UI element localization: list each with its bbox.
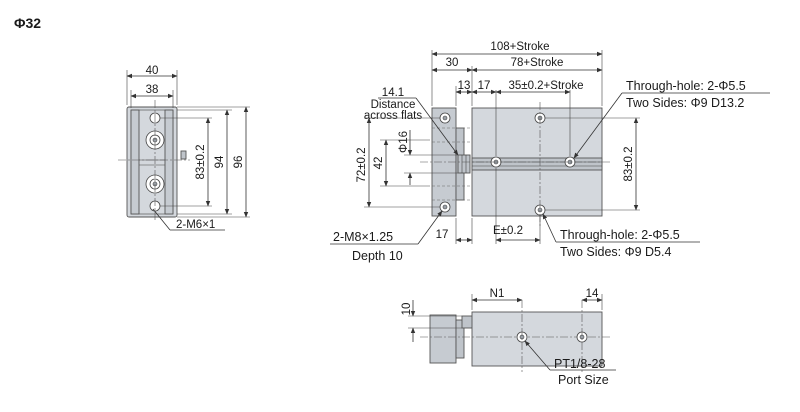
bottom-end-plate <box>429 314 457 364</box>
dim-83-left: 83±0.2 <box>195 144 207 179</box>
dim-30: 30 <box>446 57 459 69</box>
dim-108-stroke: 108+Stroke <box>490 41 549 53</box>
dim-14: 14 <box>586 288 599 300</box>
dim-10: 10 <box>401 303 413 316</box>
dim-40: 40 <box>146 65 159 77</box>
dim-17-top: 17 <box>478 80 491 92</box>
note-two-sides-top: Two Sides: Φ9 D13.2 <box>626 96 744 110</box>
note-across-flats: across flats <box>364 110 422 122</box>
note-m8: 2-M8×1.25 <box>333 230 393 244</box>
dim-phi16: Φ16 <box>398 131 410 153</box>
dim-83-right: 83±0.2 <box>623 146 635 181</box>
note-m6: 2-M6×1 <box>176 219 215 231</box>
note-through-hole-top: Through-hole: 2-Φ5.5 <box>626 79 746 93</box>
note-through-hole-bottom: Through-hole: 2-Φ5.5 <box>560 228 680 242</box>
end-view-body <box>126 106 178 218</box>
note-port-size: Port Size <box>558 373 609 387</box>
dim-78-stroke: 78+Stroke <box>511 57 564 69</box>
dim-72: 72±0.2 <box>356 147 368 182</box>
dim-e: E±0.2 <box>493 225 523 237</box>
rod-hex <box>457 154 471 174</box>
dim-n1: N1 <box>490 288 505 300</box>
dim-14-1: 14.1 <box>382 87 404 99</box>
drawing-title: Φ32 <box>14 15 42 31</box>
dim-13: 13 <box>458 80 471 92</box>
note-distance: Distance <box>371 99 416 111</box>
bottom-view: N1 14 10 PT1/8-28 Port Size <box>401 288 616 387</box>
end-view: 40 38 83±0.2 94 96 2-M6×1 <box>118 65 250 231</box>
dim-35-stroke: 35±0.2+Stroke <box>508 80 583 92</box>
note-two-sides-bottom: Two Sides: Φ9 D5.4 <box>560 245 671 259</box>
dim-96: 96 <box>233 156 245 169</box>
dim-38: 38 <box>146 84 159 96</box>
note-port-thread: PT1/8-28 <box>554 357 605 371</box>
side-view: 108+Stroke 78+Stroke 30 13 17 35±0.2+Str… <box>330 41 770 263</box>
dim-42: 42 <box>373 157 385 170</box>
dim-17-bottom: 17 <box>436 229 449 241</box>
note-depth: Depth 10 <box>352 249 403 263</box>
dim-94: 94 <box>214 155 226 168</box>
